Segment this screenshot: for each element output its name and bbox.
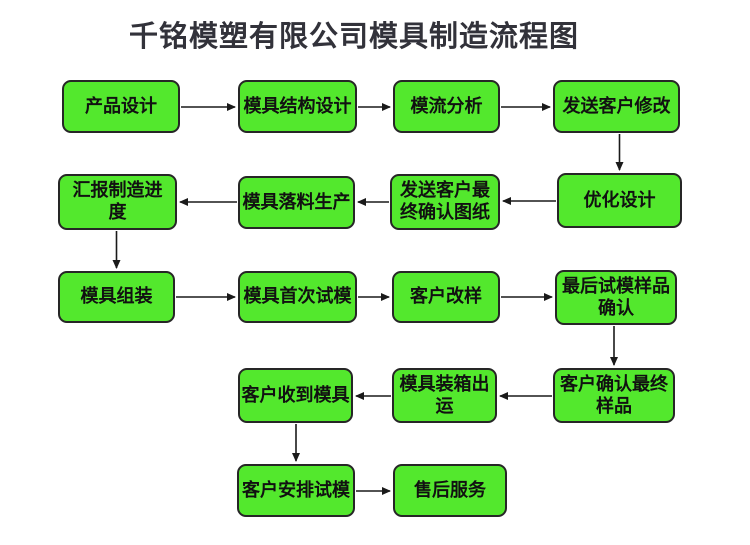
flow-node-label: 发送客户修改	[562, 95, 671, 116]
flow-node-send-customer-final-drawing: 发送客户最终确认图纸	[390, 174, 500, 230]
flow-node-customer-confirm-final-sample: 客户确认最终样品	[553, 368, 675, 423]
flow-node-report-progress: 汇报制造进度	[58, 174, 177, 230]
flow-node-label: 最后试模样品	[562, 275, 670, 296]
flow-node-final-trial-sample-confirm: 最后试模样品确认	[555, 270, 677, 325]
flow-node-mold-assembly: 模具组装	[58, 271, 175, 323]
flow-node-label: 客户安排试模	[242, 479, 350, 500]
flow-node-label: 模流分析	[410, 95, 483, 116]
flow-node-label: 模具结构设计	[243, 95, 352, 116]
flow-node-label: 客户改样	[410, 286, 482, 307]
flow-node-mold-flow-analysis: 模流分析	[393, 80, 500, 133]
flow-node-label: 模具首次试模	[243, 286, 352, 307]
flow-node-label: 客户收到模具	[241, 384, 350, 405]
flow-node-product-design: 产品设计	[62, 80, 180, 133]
flow-node-label: 汇报制造进	[72, 180, 163, 201]
flow-node-label: 产品设计	[85, 95, 157, 116]
flow-node-label: 发送客户最	[400, 180, 490, 201]
flow-node-label: 客户确认最终	[560, 373, 668, 394]
flow-node-mold-structure-design: 模具结构设计	[238, 80, 357, 133]
flow-node-label: 优化设计	[583, 189, 656, 210]
flow-node-first-mold-trial: 模具首次试模	[238, 271, 357, 323]
flow-node-label: 运	[435, 395, 454, 416]
flow-node-label: 确认	[598, 297, 634, 318]
flow-node-label: 终确认图纸	[400, 202, 490, 222]
flow-node-customer-receive-mold: 客户收到模具	[238, 368, 353, 423]
page-title: 千铭模塑有限公司模具制造流程图	[128, 21, 579, 53]
flow-node-customer-arrange-trial: 客户安排试模	[237, 464, 355, 517]
flow-node-mold-blanking-production: 模具落料生产	[238, 176, 355, 229]
flow-node-send-customer-modify: 发送客户修改	[553, 80, 680, 133]
flow-node-mold-packing-shipping: 模具装箱出运	[392, 368, 497, 423]
flow-node-label: 售后服务	[414, 479, 486, 500]
flow-node-after-sales-service: 售后服务	[393, 464, 507, 517]
flow-node-label: 度	[108, 202, 127, 222]
flow-node-label: 模具落料生产	[242, 191, 351, 212]
flow-node-label: 样品	[596, 395, 632, 416]
flow-node-label: 模具装箱出	[399, 373, 490, 394]
flow-node-optimize-design: 优化设计	[557, 173, 682, 228]
flow-node-customer-sample-revision: 客户改样	[392, 271, 500, 323]
flow-node-label: 模具组装	[80, 286, 153, 307]
